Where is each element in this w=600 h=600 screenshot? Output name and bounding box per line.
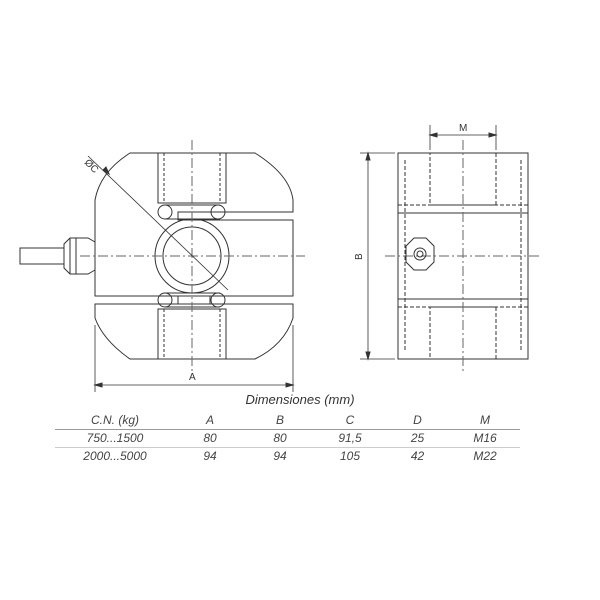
cable [19, 247, 65, 265]
cell-d: 42 [410, 449, 425, 463]
table-header-row: C.N. (kg) A B C D M [55, 412, 520, 430]
cell-a: 94 [203, 449, 217, 463]
cell-capacity: 2000...5000 [83, 449, 147, 463]
hex-gland-hole [413, 247, 427, 261]
header-a: A [175, 412, 245, 430]
cell-m: M16 [450, 429, 520, 448]
header-b: B [245, 412, 315, 430]
upper-slot-hole-left [157, 204, 173, 220]
cell-a: 80 [175, 429, 245, 448]
header-c: C [315, 412, 385, 430]
cell-capacity: 750...1500 [55, 429, 175, 448]
lower-slot-hole-right [210, 292, 226, 308]
header-d: D [385, 412, 450, 430]
hex-gland [405, 237, 435, 271]
cell-m: M22 [473, 449, 497, 463]
table-row: 2000...5000 94 94 105 42 M22 [55, 448, 520, 466]
upper-slot-hole-right [210, 204, 226, 220]
cell-c: 105 [339, 449, 361, 463]
table-caption: Dimensiones (mm) [245, 392, 355, 407]
side-view [360, 125, 540, 372]
cell-c: 91,5 [315, 429, 385, 448]
diameter-label: ØC [82, 157, 100, 175]
header-m: M [450, 412, 520, 430]
cable-gland [63, 237, 96, 275]
load-cell-body [94, 152, 294, 360]
width-label: A [189, 372, 196, 383]
dimensions-table: C.N. (kg) A B C D M 750...1500 80 80 91,… [55, 412, 520, 465]
thread-label: M [459, 123, 467, 134]
table-row: 750...1500 80 80 91,5 25 M16 [55, 429, 520, 448]
height-label: B [354, 253, 365, 260]
front-view [19, 140, 305, 392]
cell-b: 94 [273, 449, 287, 463]
cell-d: 25 [385, 429, 450, 448]
cell-b: 80 [245, 429, 315, 448]
header-capacity: C.N. (kg) [55, 412, 175, 430]
diameter-leader [87, 155, 229, 291]
lower-slot-hole-left [157, 292, 173, 308]
